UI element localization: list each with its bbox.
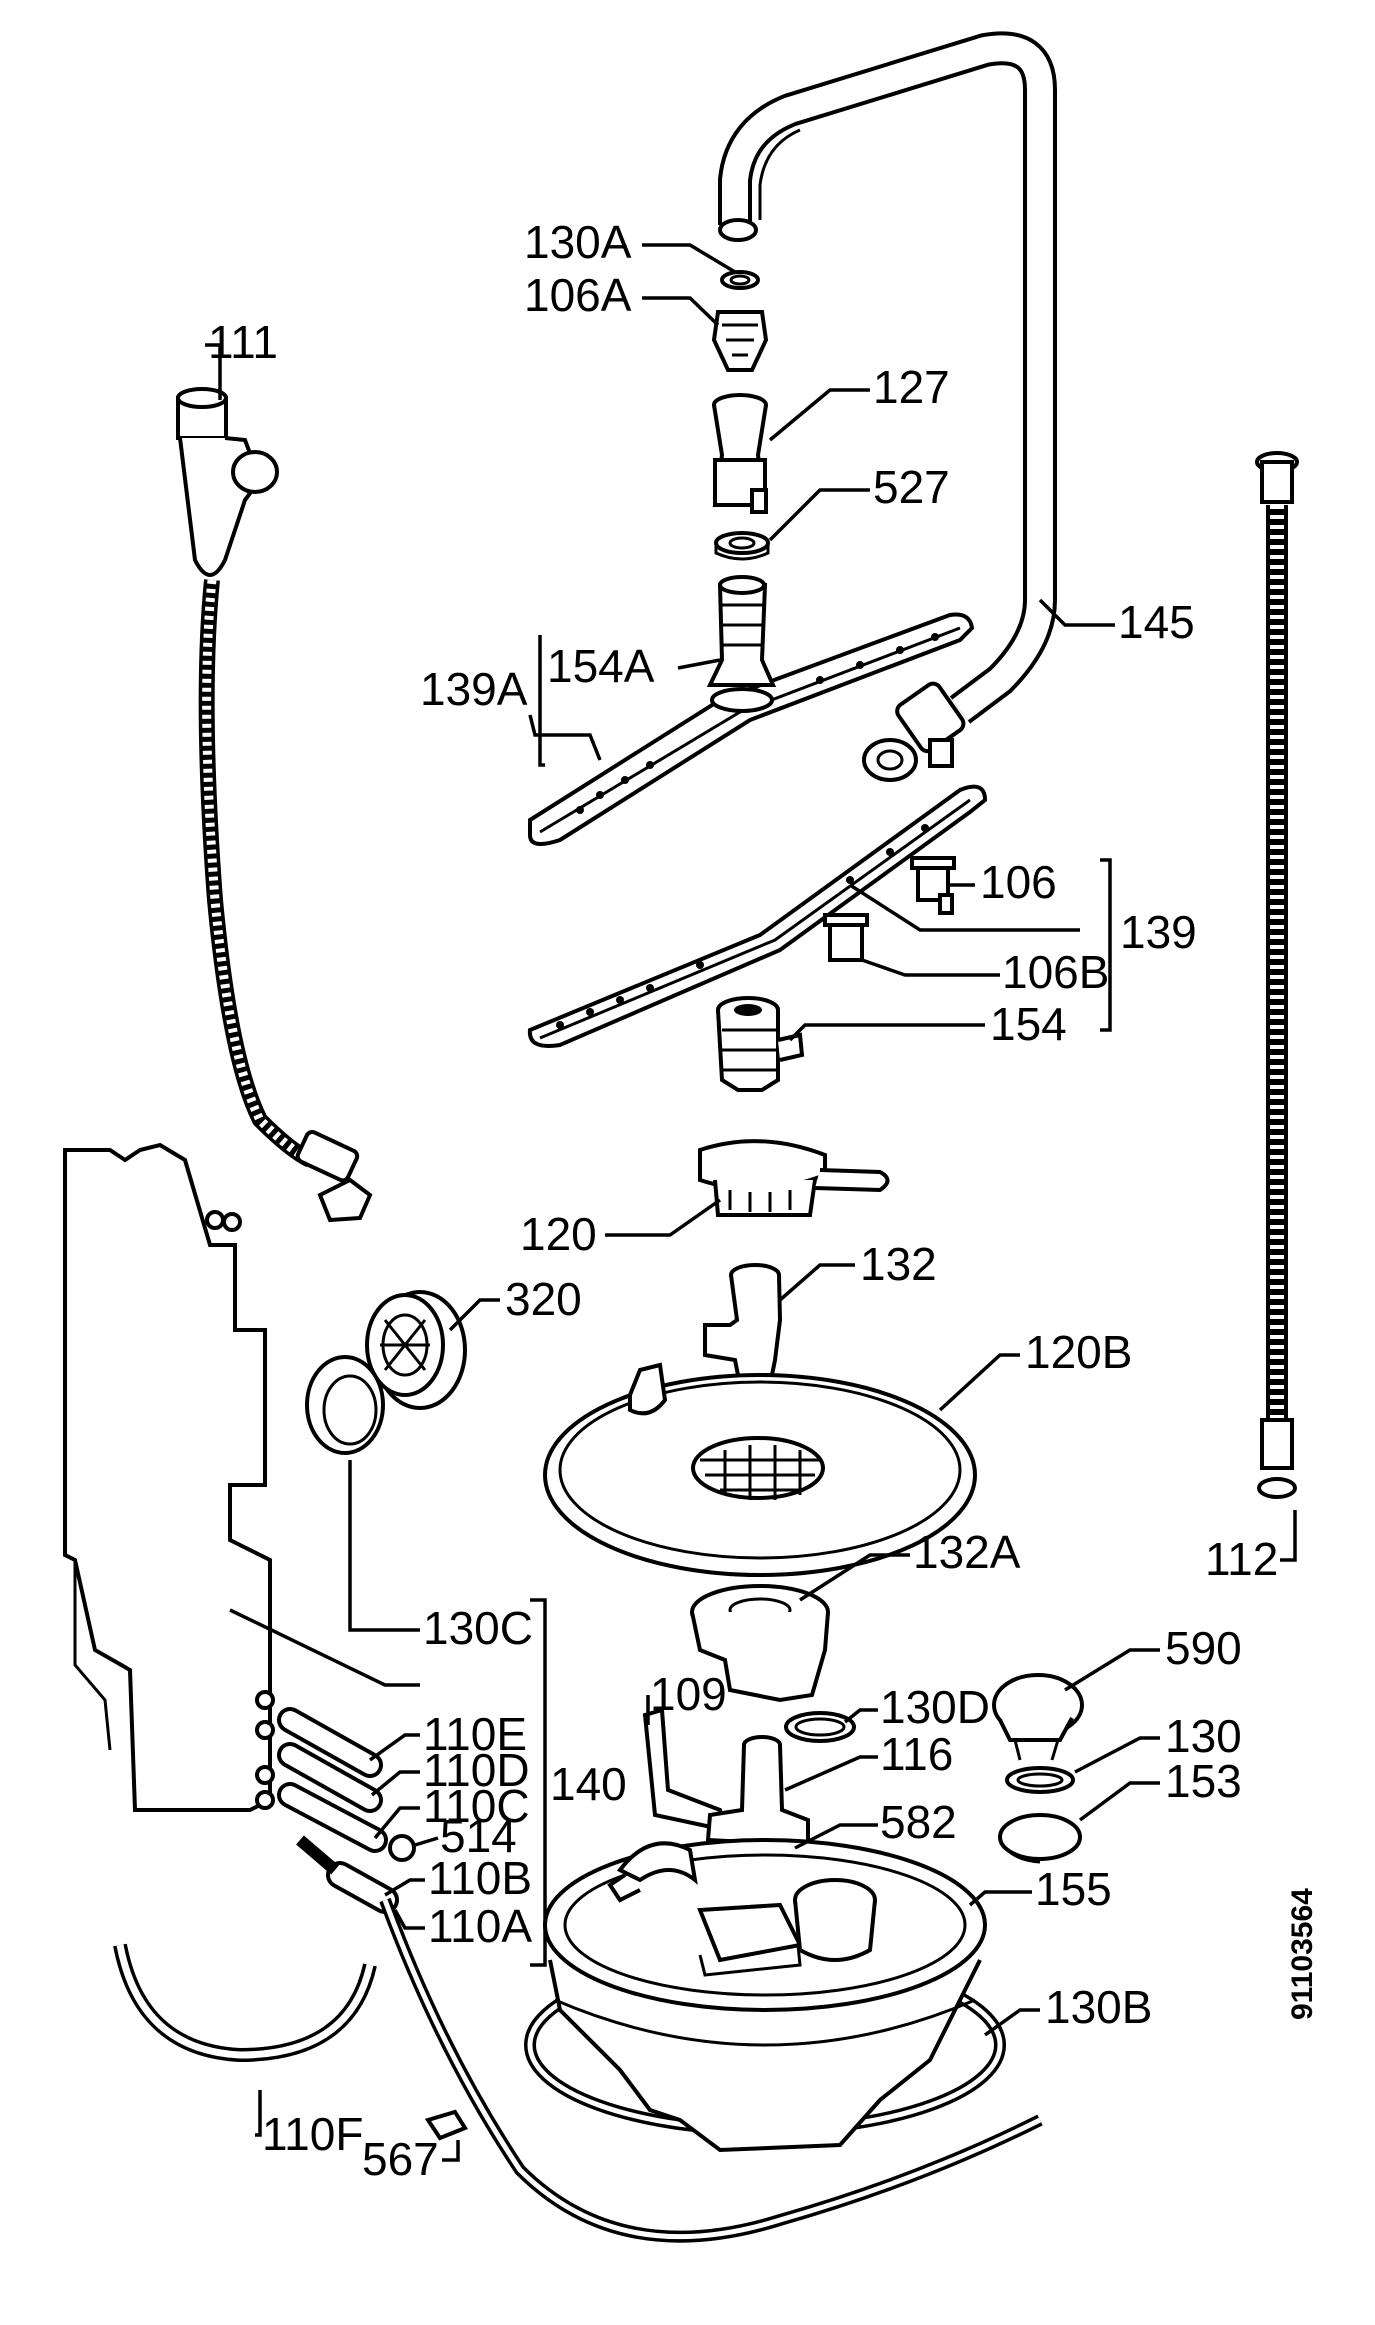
part-120B-filter-plate [543,1362,977,1577]
part-120-nut-lever [698,1139,890,1217]
part-127-coupling [712,393,768,514]
part-132A-housing [690,1584,830,1703]
leader-lines [205,243,1297,2162]
label-127: 127 [873,361,950,413]
label-139: 139 [1120,906,1197,958]
label-109: 109 [650,1668,727,1720]
label-582: 582 [880,1796,957,1848]
part-130D-ring [784,1711,856,1743]
part-140-distributor-panel [63,1142,275,1812]
part-130A-seal-ring [720,270,760,290]
label-514: 514 [440,1810,517,1862]
label-110C: 110C [423,1780,530,1832]
part-109-bracket [642,1707,728,1833]
part-106A-nut [711,310,769,372]
part-139-lower-spray-arm [527,784,988,1048]
part-145-supply-pipe [718,31,1057,782]
label-567: 567 [362,2133,439,2185]
part-labels: 130A 106A 111 127 527 145 154A 139A 106 … [208,216,1278,2185]
label-111: 111 [208,316,278,368]
label-154A: 154A [547,640,655,692]
label-110B: 110B [428,1852,532,1904]
part-154-lower-hub [716,996,805,1092]
label-132A: 132A [913,1526,1021,1578]
label-130B: 130B [1045,1981,1152,2033]
part-110-tubes [277,1707,416,1914]
part-527-washer [714,531,770,561]
label-110A: 110A [428,1900,532,1952]
part-590-cover [992,1673,1084,1761]
label-155: 155 [1035,1863,1112,1915]
label-110E: 110E [423,1708,527,1760]
label-130C: 130C [423,1602,533,1654]
part-130C-seal [305,1355,385,1455]
part-112-drain-hose [1255,451,1299,1499]
part-154A-upper-hub [706,575,777,713]
part-132-connector [703,1263,783,1393]
part-116-fitting [705,1735,810,1848]
part-106B-clip [823,913,869,962]
label-130D: 130D [880,1681,990,1733]
part-110F-hose [113,1943,377,2063]
part-155-sump [543,1838,987,2153]
label-320: 320 [505,1273,582,1325]
label-132: 132 [860,1238,937,1290]
part-110A-hose [296,1835,1043,2243]
part-130-ring [1005,1766,1075,1794]
label-140: 140 [550,1758,627,1810]
label-145: 145 [1118,596,1195,648]
label-154: 154 [990,998,1067,1050]
label-130A: 130A [524,216,632,268]
label-527: 527 [873,461,950,513]
label-120B: 120B [1025,1326,1132,1378]
label-139A: 139A [420,663,528,715]
label-110D: 110D [423,1744,530,1796]
label-110F: 110F [262,2108,363,2160]
label-106B: 106B [1002,946,1109,998]
part-106-clip [910,856,956,915]
label-130: 130 [1165,1710,1242,1762]
label-120: 120 [520,1208,597,1260]
part-111-inlet-hose [176,387,373,1223]
label-106A: 106A [524,269,632,321]
label-106: 106 [980,856,1057,908]
label-116: 116 [880,1728,953,1780]
part-153-cap [998,1813,1082,1864]
label-590: 590 [1165,1622,1242,1674]
part-320-pump-cover [365,1290,467,1410]
part-567-clip [424,2109,468,2141]
document-id: 91103564 [1286,1888,1319,2020]
label-153: 153 [1165,1755,1242,1807]
label-112: 112 [1205,1533,1278,1585]
